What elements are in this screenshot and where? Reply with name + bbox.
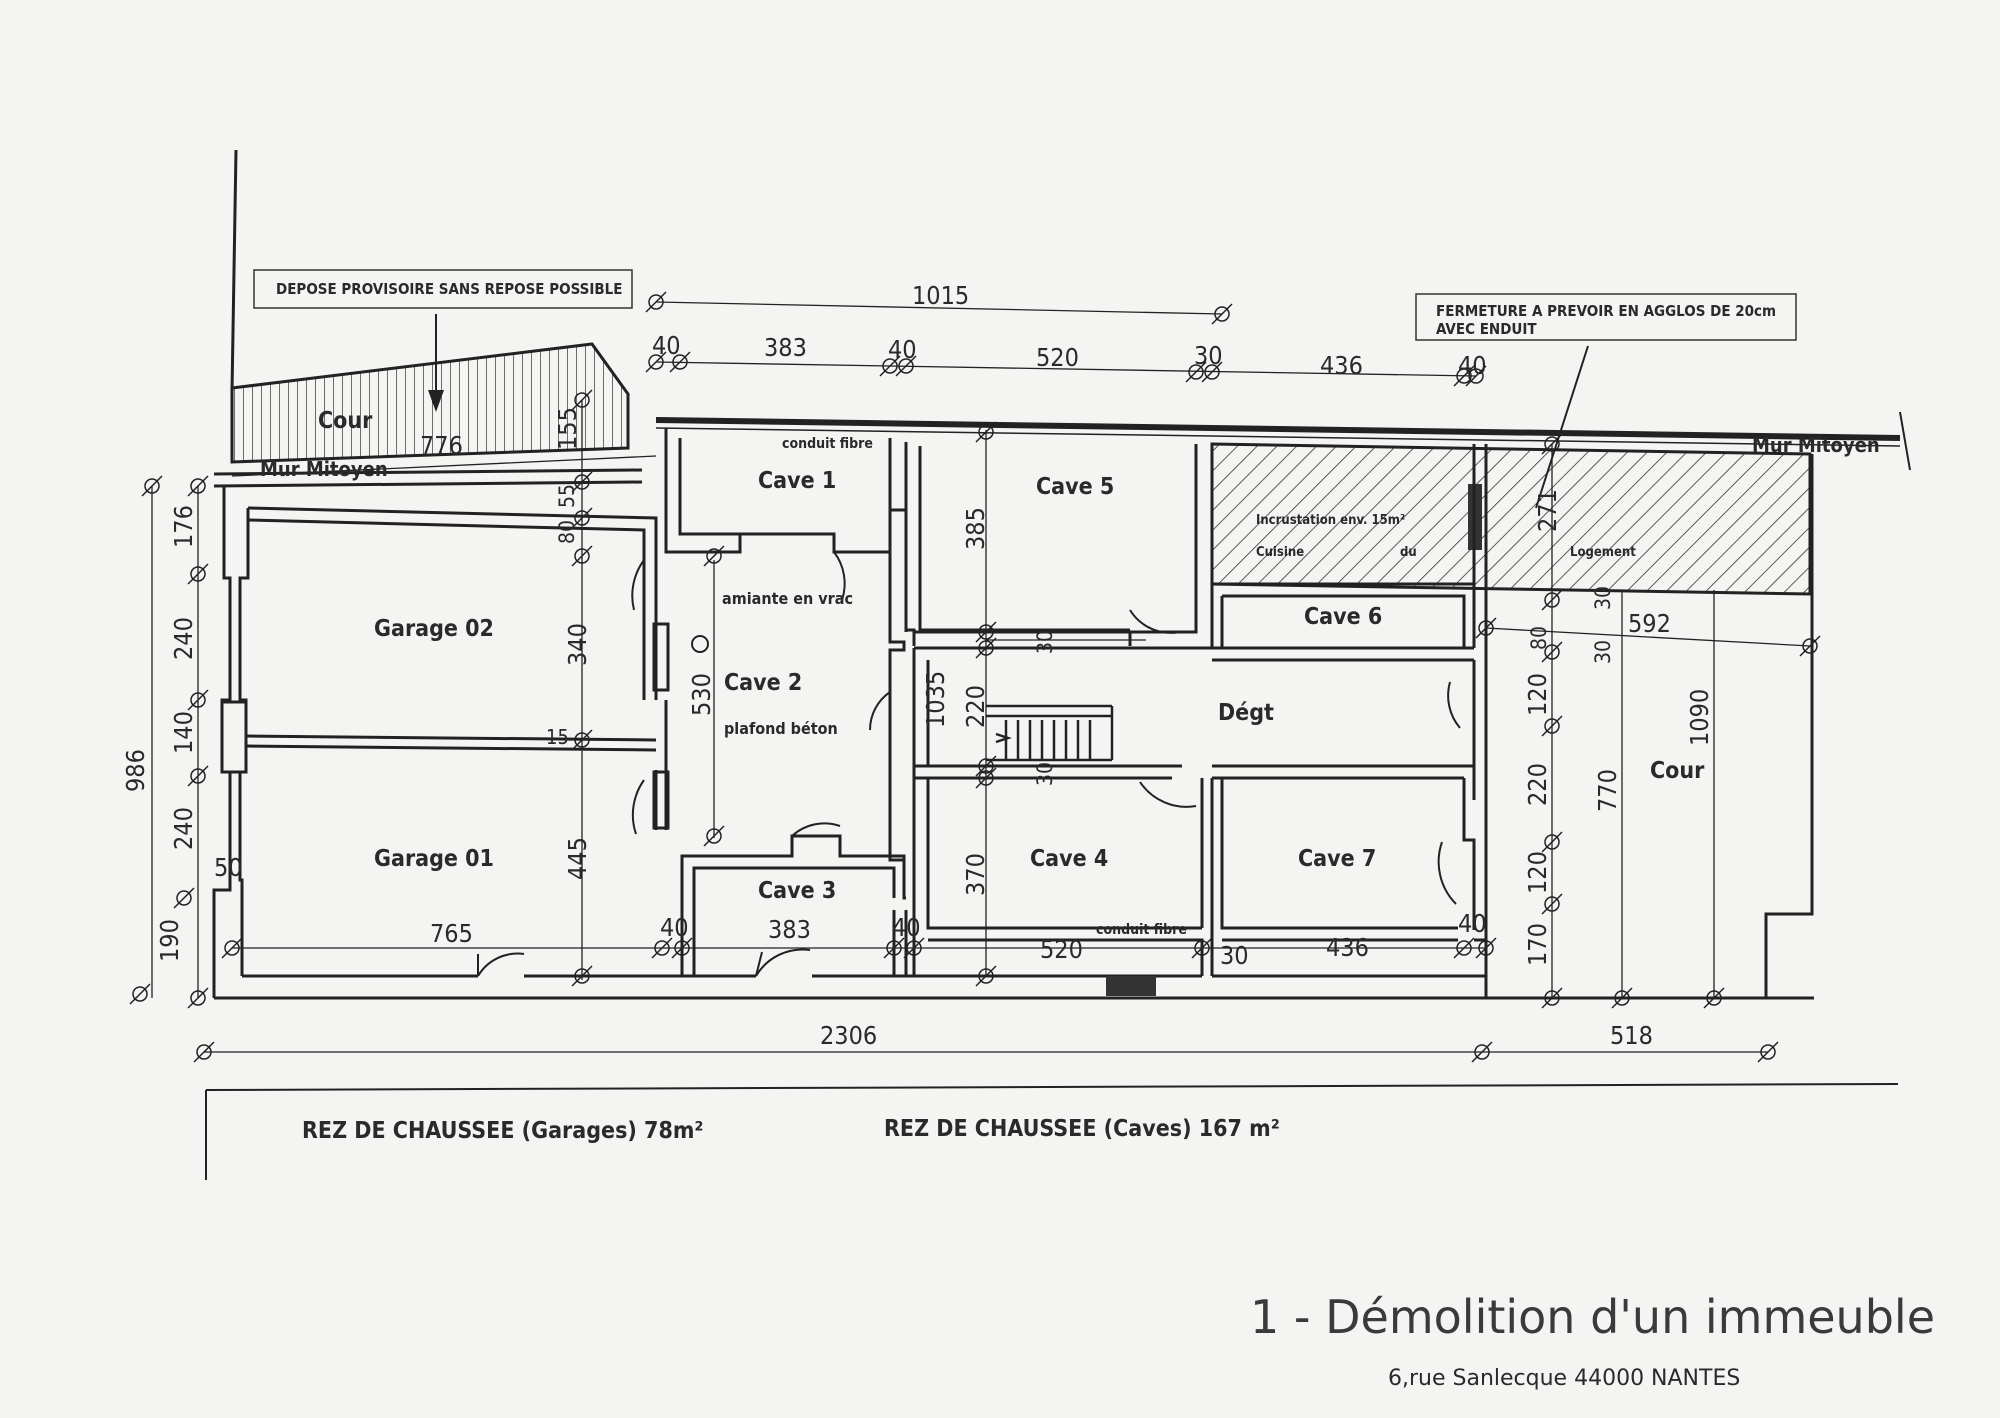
dim-r-30b: 30 <box>1591 640 1615 664</box>
cuisine-note: Cuisine <box>1256 545 1304 560</box>
dim-left-140: 140 <box>169 711 198 754</box>
room-cave-1: Cave 1 <box>758 468 836 494</box>
room-cave-7: Cave 7 <box>1298 846 1376 872</box>
dim-r-592: 592 <box>1628 609 1671 638</box>
vertical-dimension-labels: 155 176 240 140 240 190 986 55 80 340 44… <box>121 407 1714 966</box>
dim-left-240b: 240 <box>169 807 198 850</box>
cave-walls <box>664 428 1488 996</box>
dim-g-340: 340 <box>563 623 592 666</box>
dim-cour-155: 155 <box>553 407 582 450</box>
dim-top-40a: 40 <box>652 331 681 360</box>
fermeture-note-line1: FERMETURE A PREVOIR EN AGGLOS DE 20cm <box>1436 302 1776 320</box>
surface-caves: REZ DE CHAUSSEE (Caves) 167 m² <box>884 1116 1280 1142</box>
room-cave-5: Cave 5 <box>1036 474 1114 500</box>
dim-mid-30b: 30 <box>1033 762 1057 786</box>
mur-mitoyen-top <box>655 411 1911 471</box>
dim-mid-220: 220 <box>961 685 990 728</box>
dim-r-80: 80 <box>1527 626 1551 650</box>
dim-r-770: 770 <box>1593 769 1622 812</box>
dim-cour-776: 776 <box>420 431 463 460</box>
room-cave-3: Cave 3 <box>758 878 836 904</box>
document-address: 6,rue Sanlecque 44000 NANTES <box>1388 1366 1741 1391</box>
dim-r-1090: 1090 <box>1685 689 1714 746</box>
dim-r-120a: 120 <box>1523 673 1552 716</box>
conduit-fibre-bottom: conduit fibre <box>1096 922 1187 938</box>
stairs <box>986 704 1114 762</box>
room-degt: Dégt <box>1218 700 1274 726</box>
incrustation-note: Incrustation env. 15m² <box>1256 513 1405 528</box>
dim-c2-530: 530 <box>687 673 716 716</box>
garage-walls <box>220 506 670 830</box>
dimension-ticks <box>129 291 1821 1063</box>
dim-mid-30a: 30 <box>1033 630 1057 654</box>
dim-mid-1035: 1035 <box>921 671 950 728</box>
dim-bot-40a: 40 <box>660 913 689 942</box>
dim-top-30: 30 <box>1194 341 1223 370</box>
dim-g-80: 80 <box>555 520 579 544</box>
dim-bot-436: 436 <box>1326 933 1369 962</box>
dim-total-2306: 2306 <box>820 1021 877 1050</box>
room-cave-2: Cave 2 <box>724 670 802 696</box>
dim-bot-520: 520 <box>1040 935 1083 964</box>
conduit-fibre-top: conduit fibre <box>782 436 873 452</box>
dim-left-50: 50 <box>214 853 243 882</box>
document-title: 1 - Démolition d'un immeuble <box>1250 1290 1935 1344</box>
fermeture-note-line2: AVEC ENDUIT <box>1436 320 1537 338</box>
dim-top-383: 383 <box>764 333 807 362</box>
dim-bot-383: 383 <box>768 915 811 944</box>
room-cave-4: Cave 4 <box>1030 846 1108 872</box>
dimension-lines <box>151 301 1811 1053</box>
surface-garages: REZ DE CHAUSSEE (Garages) 78m² <box>302 1118 703 1144</box>
dim-r-30a: 30 <box>1591 586 1615 610</box>
plafond-note: plafond béton <box>724 719 838 738</box>
dim-bot-30: 30 <box>1220 941 1249 970</box>
dim-left-240a: 240 <box>169 617 198 660</box>
dim-r-271: 271 <box>1533 489 1562 532</box>
dim-r-170: 170 <box>1523 923 1552 966</box>
dim-top-436: 436 <box>1320 351 1363 380</box>
dim-top-40b: 40 <box>888 335 917 364</box>
dim-top-40c: 40 <box>1458 351 1487 380</box>
exterior-walls <box>212 454 1814 1000</box>
dim-top-520: 520 <box>1036 343 1079 372</box>
dim-r-220: 220 <box>1523 763 1552 806</box>
dim-top-1015: 1015 <box>912 281 969 310</box>
room-garage-02: Garage 02 <box>374 616 494 642</box>
cour-left-label: Cour <box>318 408 373 434</box>
du-note: du <box>1400 545 1417 560</box>
depose-arrow <box>428 314 444 412</box>
dim-g-445: 445 <box>563 837 592 880</box>
mur-mitoyen-right-label: Mur Mitoyen <box>1752 433 1880 457</box>
fermeture-arrow <box>1535 345 1589 509</box>
cour-left-area <box>230 149 630 464</box>
dim-left-986: 986 <box>121 749 150 792</box>
dim-g-15: 15 <box>546 725 569 749</box>
room-garage-01: Garage 01 <box>374 846 494 872</box>
cour-right-label: Cour <box>1650 758 1705 784</box>
fermeture-note-box <box>1415 293 1797 341</box>
dim-g-55: 55 <box>555 484 579 508</box>
room-cave-6: Cave 6 <box>1304 604 1382 630</box>
mur-mitoyen-left-label: Mur Mitoyen <box>260 457 388 481</box>
doors <box>477 551 1461 977</box>
dim-left-190: 190 <box>155 919 184 962</box>
dim-c4-370: 370 <box>961 853 990 896</box>
dim-c5-385: 385 <box>961 507 990 550</box>
dim-g-765: 765 <box>430 919 473 948</box>
depose-note-box <box>253 269 633 309</box>
dim-bot-40c: 40 <box>1458 909 1487 938</box>
dim-bot-40b: 40 <box>892 913 921 942</box>
dim-left-176: 176 <box>169 505 198 548</box>
logement-note: Logement <box>1570 545 1636 560</box>
title-frame <box>205 1083 1899 1180</box>
dim-total-518: 518 <box>1610 1021 1653 1050</box>
depose-note: DEPOSE PROVISOIRE SANS REPOSE POSSIBLE <box>276 280 622 298</box>
dimension-labels: 1015 40 383 40 520 30 436 40 776 50 15 7… <box>214 281 1671 1050</box>
dim-r-120b: 120 <box>1523 851 1552 894</box>
amiante-note: amiante en vrac <box>722 589 853 608</box>
